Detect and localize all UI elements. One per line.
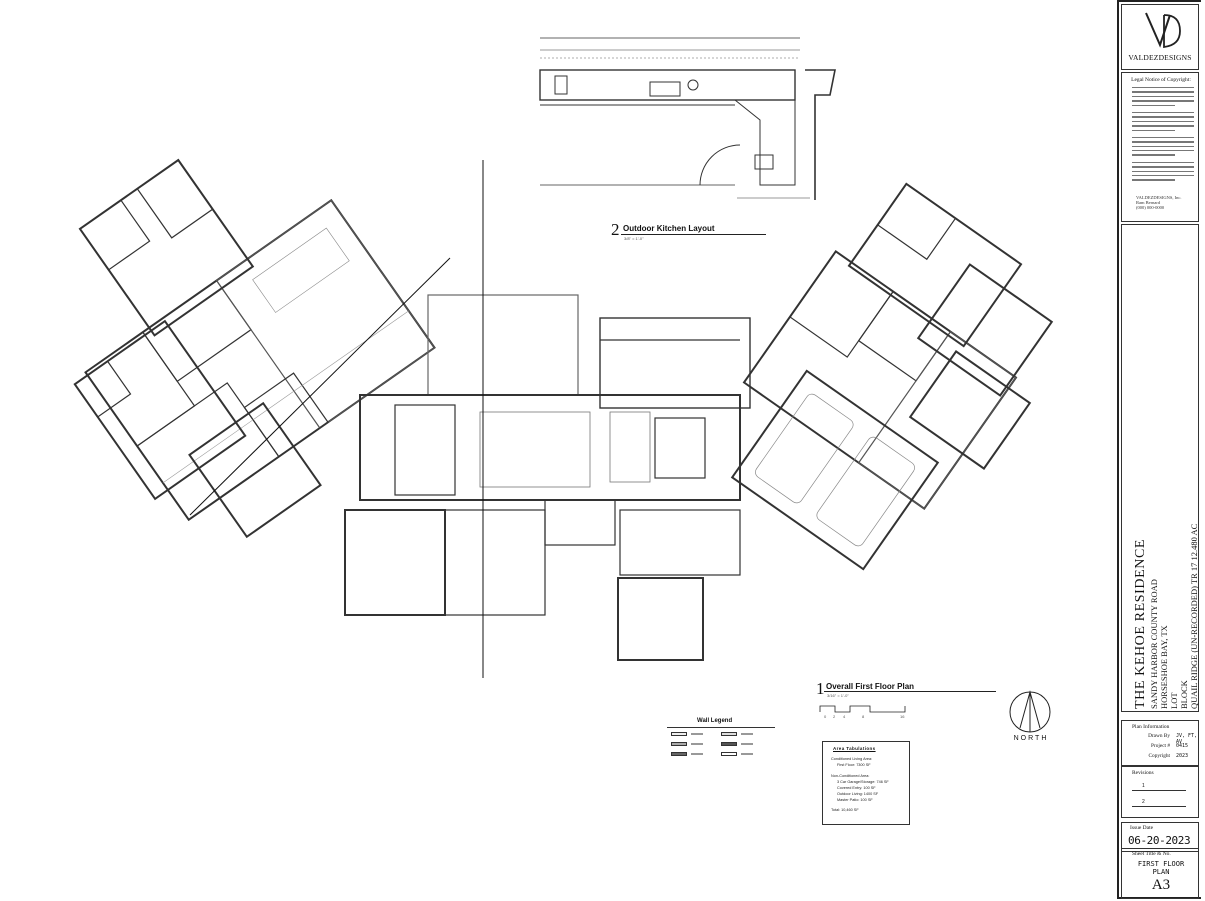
sheet-cell: Sheet Title & No. FIRST FLOOR PLAN A3 xyxy=(1121,848,1199,899)
legal-footer: VALDEZDESIGNS, Inc. Ram Bernard (000) 00… xyxy=(1136,195,1182,210)
copyright-label: Copyright xyxy=(1148,753,1170,759)
area-tabulations-table: Area Tabulations Conditioned Living Area… xyxy=(822,741,910,825)
area-row: First Floor: 7300 SF xyxy=(837,763,871,767)
area-row: 3 Car Garage/Storage: 746 SF xyxy=(837,780,889,784)
sheet-title: FIRST FLOOR PLAN xyxy=(1122,860,1200,876)
wall-legend-text-5 xyxy=(741,743,753,745)
sheet-title-line1: FIRST FLOOR xyxy=(1137,860,1185,868)
scale-tick-16: 16 xyxy=(900,714,905,719)
sheet-number: A3 xyxy=(1151,877,1171,893)
area-row: Master Patio: 100 SF xyxy=(837,798,873,802)
revision-row-1: 1 xyxy=(1132,781,1186,791)
copyright-value: 2023 xyxy=(1176,753,1189,759)
project-subdivision: QUAIL RIDGE (UN-RECORDED) TR 17 12.480 A… xyxy=(1189,523,1199,709)
revision-number: 1 xyxy=(1142,783,1145,789)
legal-notice-cell: Legal Notice of Copyright: VALDEZDESIGNS… xyxy=(1121,72,1199,222)
project-address-2: HORSESHOE BAY, TX xyxy=(1159,625,1169,709)
drawn-by-value: JV, FT, AV xyxy=(1176,733,1198,745)
north-arrow-icon xyxy=(1009,690,1051,733)
drawing-1-title: Overall First Floor Plan xyxy=(826,682,915,691)
area-total: Total: 10,460 SF xyxy=(831,808,859,812)
revisions-cell: Revisions 1 2 xyxy=(1121,766,1199,818)
legal-notice-title: Legal Notice of Copyright: xyxy=(1131,77,1191,83)
issue-date-value: 06-20-2023 xyxy=(1128,834,1191,847)
wall-legend-rule xyxy=(667,727,775,728)
drawing-2-scale: 3/8" = 1'-0" xyxy=(624,236,644,241)
area-row: Outdoor Living: 1400 SF xyxy=(837,792,879,796)
project-cell: THE KEHOE RESIDENCE SANDY HARBOR COUNTY … xyxy=(1121,224,1199,712)
legal-footer-line2: Ram Bernard xyxy=(1136,200,1161,205)
legal-footer-line1: VALDEZDESIGNS, Inc. xyxy=(1136,195,1182,200)
scale-tick-2: 2 xyxy=(833,714,836,719)
legal-notice-body xyxy=(1132,87,1194,187)
drawn-by-label: Drawn By xyxy=(1148,733,1170,739)
project-info: THE KEHOE RESIDENCE SANDY HARBOR COUNTY … xyxy=(1133,229,1199,709)
valdezdesigns-logo-icon xyxy=(1145,12,1181,49)
drawing-2-title: Outdoor Kitchen Layout xyxy=(623,224,715,233)
wall-legend-text-6 xyxy=(741,753,753,755)
wall-swatch-3 xyxy=(671,752,687,756)
plan-info-cell: Plan Information Drawn By JV, FT, AV Pro… xyxy=(1121,720,1199,766)
revision-row-2: 2 xyxy=(1132,797,1186,807)
wall-legend-text-3 xyxy=(691,753,703,755)
area-table-title: Area Tabulations xyxy=(833,746,876,751)
wall-legend-text-2 xyxy=(691,743,703,745)
wall-swatch-5 xyxy=(721,742,737,746)
project-block: BLOCK xyxy=(1179,680,1189,709)
scale-tick-4: 4 xyxy=(843,714,846,719)
project-number-value: 0415 xyxy=(1176,743,1189,749)
revisions-title: Revisions xyxy=(1132,770,1154,776)
wall-swatch-4 xyxy=(721,732,737,736)
revision-number: 2 xyxy=(1142,799,1145,805)
wall-legend: Wall Legend xyxy=(667,718,775,760)
legal-footer-line3: (000) 000-0000 xyxy=(1136,205,1165,210)
area-row: Non-Conditioned Area: xyxy=(831,774,870,778)
drawing-1-number: 1 xyxy=(816,679,825,698)
issue-date-label: Issue Date xyxy=(1130,825,1154,831)
floor-plan-drawing xyxy=(73,37,1054,713)
drawing-2-underline xyxy=(621,234,766,235)
logo-cell: VALDEZDESIGNS xyxy=(1121,4,1199,70)
wall-swatch-6 xyxy=(721,752,737,756)
north-label: NORTH xyxy=(1013,735,1049,742)
wall-swatch-1 xyxy=(671,732,687,736)
project-number-label: Project # xyxy=(1151,743,1170,749)
project-lot: LOT xyxy=(1169,692,1179,709)
drawing-2-number: 2 xyxy=(611,220,620,239)
scale-tick-8: 8 xyxy=(862,714,865,719)
area-row: Conditioned Living Area: xyxy=(831,757,873,761)
area-row: Covered Entry: 100 SF xyxy=(837,786,876,790)
title-block: VALDEZDESIGNS Legal Notice of Copyright:… xyxy=(1117,0,1201,899)
sheet-label: Sheet Title & No. xyxy=(1132,851,1171,857)
issue-date-cell: Issue Date 06-20-2023 xyxy=(1121,822,1199,852)
drawing-1-scale: 3/16" = 1'-0" xyxy=(827,693,849,698)
scale-bar-graphic xyxy=(819,705,906,713)
wall-legend-text-1 xyxy=(691,733,703,735)
firm-name: VALDEZDESIGNS xyxy=(1128,53,1192,62)
scale-tick-0: 0 xyxy=(824,714,827,719)
plan-info-title: Plan Information xyxy=(1132,724,1170,730)
project-address-1: SANDY HARBOR COUNTY ROAD xyxy=(1149,579,1159,709)
wall-swatch-2 xyxy=(671,742,687,746)
drawing-1-underline xyxy=(824,691,996,692)
project-name: THE KEHOE RESIDENCE xyxy=(1133,538,1148,709)
wall-legend-text-4 xyxy=(741,733,753,735)
sheet-title-line2: PLAN xyxy=(1152,868,1170,876)
wall-legend-title: Wall Legend xyxy=(697,718,733,724)
